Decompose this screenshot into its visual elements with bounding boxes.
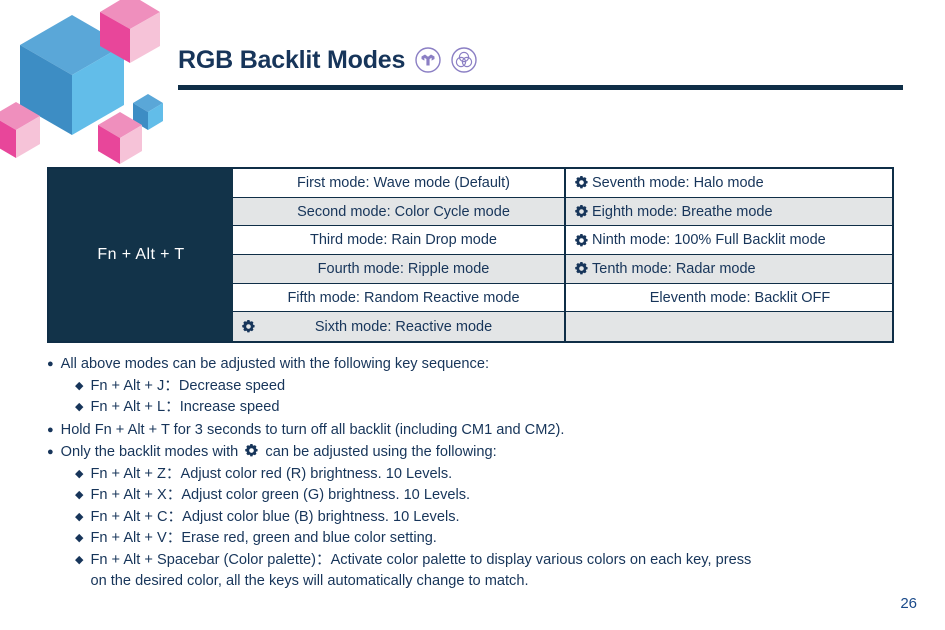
title-row: RGB Backlit Modes	[178, 40, 908, 80]
modes-column-left: First mode: Wave mode (Default) Second m…	[233, 169, 566, 341]
cube-large-blue	[20, 15, 124, 135]
table-row: Eleventh mode: Backlit OFF	[566, 283, 892, 313]
gear-icon	[574, 205, 588, 218]
note-text: Fn + Alt + X：Adjust color green (G) brig…	[90, 487, 471, 503]
note-text: Fn + Alt + Spacebar (Color palette)：Acti…	[90, 550, 907, 593]
rgb-venn-circles-icon	[451, 47, 477, 73]
mode-label: Tenth mode: Radar mode	[592, 260, 756, 277]
note-subitem: ◆ Fn + Alt + C：Adjust color blue (B) bri…	[75, 507, 907, 529]
note-subitem: ◆ Fn + Alt + V：Erase red, green and blue…	[75, 528, 907, 550]
page-header: RGB Backlit Modes	[178, 40, 908, 92]
mode-label: Eighth mode: Breathe mode	[592, 203, 773, 220]
table-row: First mode: Wave mode (Default)	[233, 169, 564, 198]
modes-column-right: Seventh mode: Halo mode Eighth mode: Bre…	[566, 169, 892, 341]
note-subitem: ◆ Fn + Alt + J：Decrease speed	[75, 376, 907, 398]
note-item: ● Hold Fn + Alt + T for 3 seconds to tur…	[47, 420, 907, 442]
gear-icon	[241, 320, 255, 333]
diamond-icon: ◆	[75, 489, 84, 501]
table-row: Ninth mode: 100% Full Backlit mode	[566, 226, 892, 256]
gear-slot	[233, 319, 259, 334]
diamond-icon: ◆	[75, 553, 84, 566]
table-row: Second mode: Color Cycle mode	[233, 197, 564, 227]
brand-m-logo-icon	[415, 47, 441, 73]
mode-label: Second mode: Color Cycle mode	[297, 203, 510, 220]
gear-slot	[566, 233, 592, 248]
mode-label: Ninth mode: 100% Full Backlit mode	[592, 232, 826, 249]
note-text: Only the backlit modes with can be adjus…	[61, 442, 907, 464]
bullet-icon: ●	[47, 446, 54, 458]
gear-icon	[574, 262, 588, 275]
gear-icon	[574, 176, 588, 189]
note-text: Fn + Alt + L：Increase speed	[90, 399, 280, 415]
note-text: Fn + Alt + C：Adjust color blue (B) brigh…	[90, 508, 460, 525]
table-row: Fourth mode: Ripple mode	[233, 255, 564, 284]
note-subitem: ◆ Fn + Alt + Z：Adjust color red (R) brig…	[75, 464, 907, 486]
table-row: Third mode: Rain Drop mode	[233, 226, 564, 256]
table-rows-area: First mode: Wave mode (Default) Second m…	[233, 169, 892, 341]
note-text: Hold Fn + Alt + T for 3 seconds to turn …	[60, 421, 565, 438]
diamond-icon: ◆	[75, 379, 84, 392]
note-text-before: Only the backlit modes with	[60, 444, 239, 460]
mode-label: Fourth mode: Ripple mode	[317, 260, 490, 277]
mode-label: Fifth mode: Random Reactive mode	[287, 289, 520, 306]
bullet-icon: ●	[47, 358, 54, 370]
title-underline-rule	[178, 85, 903, 90]
cube-pink-bottom-middle	[98, 112, 142, 164]
diamond-icon: ◆	[75, 532, 84, 544]
cube-small-blue	[133, 94, 163, 130]
note-text-after: can be adjusted using the following:	[265, 444, 497, 460]
note-item: ● All above modes can be adjusted with t…	[47, 354, 907, 376]
gear-icon	[574, 233, 588, 246]
mode-label: Third mode: Rain Drop mode	[310, 232, 497, 249]
mode-label: First mode: Wave mode (Default)	[297, 174, 510, 191]
table-row: Tenth mode: Radar mode	[566, 255, 892, 284]
table-row: Eighth mode: Breathe mode	[566, 197, 892, 227]
table-row: Fifth mode: Random Reactive mode	[233, 283, 564, 313]
table-row-empty	[566, 312, 892, 341]
gear-slot	[566, 204, 592, 219]
note-subitem: ◆ Fn + Alt + X：Adjust color green (G) br…	[75, 485, 907, 507]
diamond-icon: ◆	[75, 510, 84, 523]
cube-pink-top-right	[100, 0, 160, 63]
note-subitem: ◆ Fn + Alt + Spacebar (Color palette)：Ac…	[75, 550, 907, 593]
page-number: 26	[900, 595, 917, 612]
key-combo-label: Fn + Alt + T	[97, 246, 185, 263]
backlit-modes-table: Fn + Alt + T First mode: Wave mode (Defa…	[47, 167, 894, 343]
diamond-icon: ◆	[75, 401, 84, 413]
gear-icon	[245, 444, 258, 457]
note-item-gear: ● Only the backlit modes with can be adj…	[47, 442, 907, 464]
bullet-icon: ●	[47, 423, 54, 436]
table-row: Sixth mode: Reactive mode	[233, 312, 564, 341]
page-title: RGB Backlit Modes	[178, 45, 406, 74]
key-combo-cell: Fn + Alt + T	[49, 169, 233, 341]
diamond-icon: ◆	[75, 467, 84, 480]
mode-label: Eleventh mode: Backlit OFF	[649, 289, 831, 306]
note-text-line1: Fn + Alt + Spacebar (Color palette)：Acti…	[90, 551, 752, 568]
table-row: Seventh mode: Halo mode	[566, 169, 892, 198]
note-text: All above modes can be adjusted with the…	[60, 356, 490, 372]
gear-slot	[566, 261, 592, 276]
note-text: Fn + Alt + J：Decrease speed	[90, 377, 286, 394]
note-text: Fn + Alt + V：Erase red, green and blue c…	[90, 530, 437, 546]
notes-list: ● All above modes can be adjusted with t…	[47, 353, 907, 593]
note-subitem: ◆ Fn + Alt + L：Increase speed	[75, 397, 907, 419]
note-text: Fn + Alt + Z：Adjust color red (R) bright…	[90, 465, 453, 482]
decorative-cubes-graphic	[0, 0, 163, 164]
mode-label: Sixth mode: Reactive mode	[314, 318, 493, 335]
gear-slot	[566, 175, 592, 190]
mode-label: Seventh mode: Halo mode	[592, 174, 764, 191]
cube-pink-bottom-left	[0, 102, 40, 158]
note-text-line2: on the desired color, all the keys will …	[90, 573, 529, 589]
